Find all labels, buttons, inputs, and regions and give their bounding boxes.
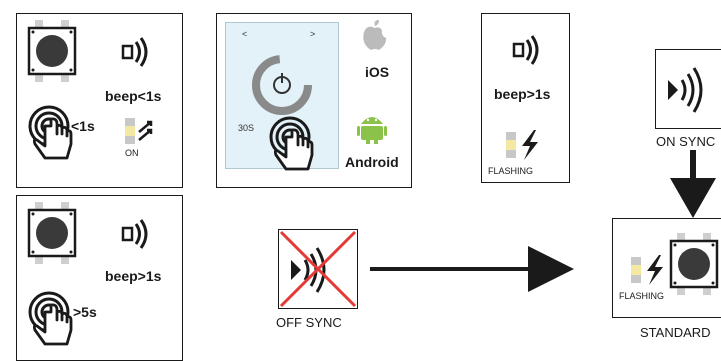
led-state-label: FLASHING xyxy=(619,291,665,301)
signal-icon xyxy=(666,66,703,114)
arrow-down xyxy=(670,150,716,218)
android-icon xyxy=(357,117,387,144)
standard-box: FLASHING xyxy=(612,218,721,318)
on-sync-label: ON SYNC xyxy=(656,134,716,149)
push-button-icon xyxy=(669,231,719,297)
beep-label: beep<1s xyxy=(105,88,162,104)
panel-flashing: beep>1s FLASHING xyxy=(481,13,570,183)
off-sync-label: OFF SYNC xyxy=(276,315,342,330)
hand-press-icon xyxy=(28,291,73,346)
push-button-icon xyxy=(27,18,77,84)
led-icon xyxy=(631,257,641,283)
android-label: Android xyxy=(345,154,399,170)
panel-short-press: beep<1s <1s ON xyxy=(16,13,183,188)
wall-remote: < > 30S xyxy=(225,22,339,171)
ios-label: iOS xyxy=(365,64,390,80)
apple-icon xyxy=(363,20,387,50)
panel-app: < > 30S iOS Android xyxy=(216,13,412,188)
hand-press-icon xyxy=(28,105,73,160)
off-sync-box xyxy=(278,229,358,309)
led-icon xyxy=(506,132,516,158)
standard-label: STANDARD xyxy=(640,325,711,340)
led-state-label: ON xyxy=(125,148,139,158)
beep-label: beep>1s xyxy=(105,268,162,284)
on-sync-box xyxy=(655,49,721,129)
led-state-label: FLASHING xyxy=(488,166,534,176)
beep-label: beep>1s xyxy=(494,86,551,102)
led-on-icon xyxy=(125,118,153,144)
hand-press-icon xyxy=(269,116,314,171)
lightning-icon xyxy=(522,130,538,160)
remote-time-label: 30S xyxy=(238,123,255,133)
speaker-icon xyxy=(121,218,148,250)
press-duration-label: <1s xyxy=(71,118,95,134)
arrow-right xyxy=(370,246,574,292)
speaker-icon xyxy=(121,36,148,68)
dimmer-ring xyxy=(252,55,312,115)
press-duration-label: >5s xyxy=(73,304,97,320)
push-button-icon xyxy=(27,200,77,266)
cross-icon xyxy=(279,230,357,308)
lightning-icon xyxy=(647,255,663,285)
remote-right-label: > xyxy=(310,29,316,39)
remote-left-label: < xyxy=(242,29,248,39)
speaker-icon xyxy=(512,34,539,66)
panel-long-press: beep>1s >5s xyxy=(16,195,183,361)
